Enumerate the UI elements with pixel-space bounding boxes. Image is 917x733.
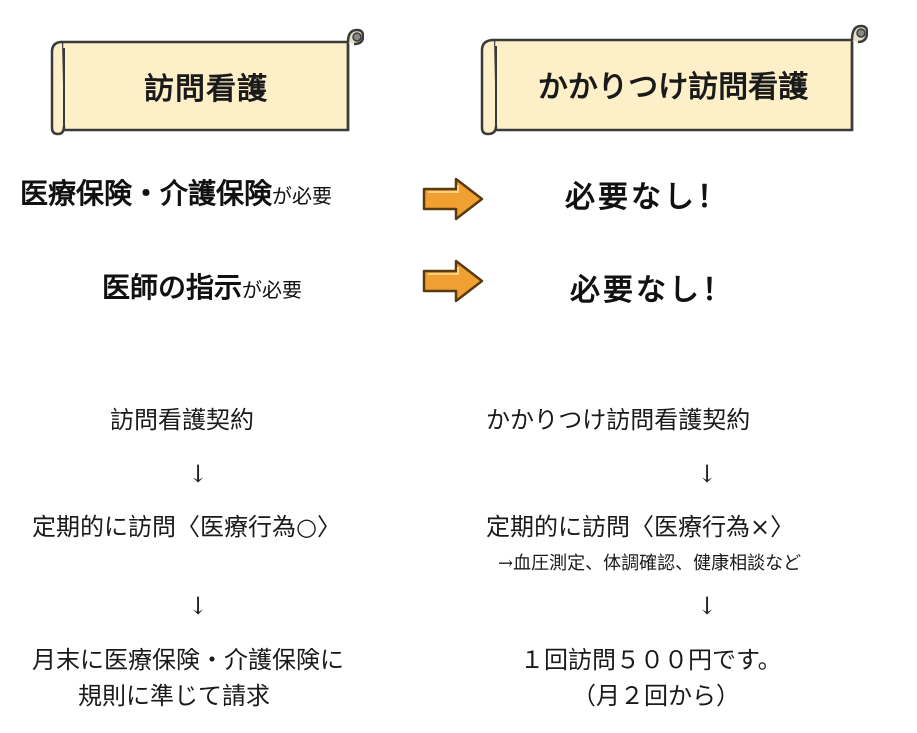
- right-visit-note: →血圧測定、体調確認、健康相談など: [498, 553, 802, 574]
- left-visit: 定期的に訪問〈医療行為○〉: [32, 513, 341, 541]
- result-1: 必要なし！: [565, 180, 730, 215]
- right-contract: かかりつけ訪問看護契約: [486, 406, 751, 434]
- left-billing-line1: 月末に医療保険・介護保険に: [32, 646, 344, 674]
- requirement-1-suffix: が必要: [272, 184, 333, 208]
- left-contract: 訪問看護契約: [110, 406, 254, 434]
- down-arrow-icon: ↓: [188, 592, 209, 620]
- down-arrow-icon: ↓: [697, 592, 718, 620]
- down-arrow-icon: ↓: [188, 460, 209, 488]
- banner-title-right: かかりつけ訪問看護: [537, 70, 809, 105]
- requirement-1: 医療保険・介護保険が必要: [20, 172, 332, 212]
- scroll-banner-left: 訪問看護: [48, 26, 364, 138]
- right-price-line2: （月２回から）: [572, 682, 740, 710]
- right-visit: 定期的に訪問〈医療行為×〉: [486, 513, 795, 541]
- arrow-right-icon: [422, 177, 484, 221]
- banner-title-left: 訪問看護: [144, 72, 268, 107]
- requirement-2: 医師の指示が必要: [102, 266, 302, 306]
- scroll-shape: [50, 28, 364, 136]
- requirement-2-suffix: が必要: [242, 278, 303, 302]
- arrow-right-icon: [422, 259, 484, 303]
- result-2: 必要なし！: [570, 273, 735, 308]
- requirement-2-main: 医師の指示: [102, 271, 243, 304]
- requirement-1-main: 医療保険・介護保険: [20, 177, 273, 210]
- scroll-banner-right: かかりつけ訪問看護: [478, 20, 868, 138]
- scroll-shape: [480, 24, 868, 136]
- right-price-line1: １回訪問５００円です。: [520, 646, 782, 674]
- down-arrow-icon: ↓: [697, 460, 718, 488]
- left-billing-line2: 規則に準じて請求: [78, 682, 270, 710]
